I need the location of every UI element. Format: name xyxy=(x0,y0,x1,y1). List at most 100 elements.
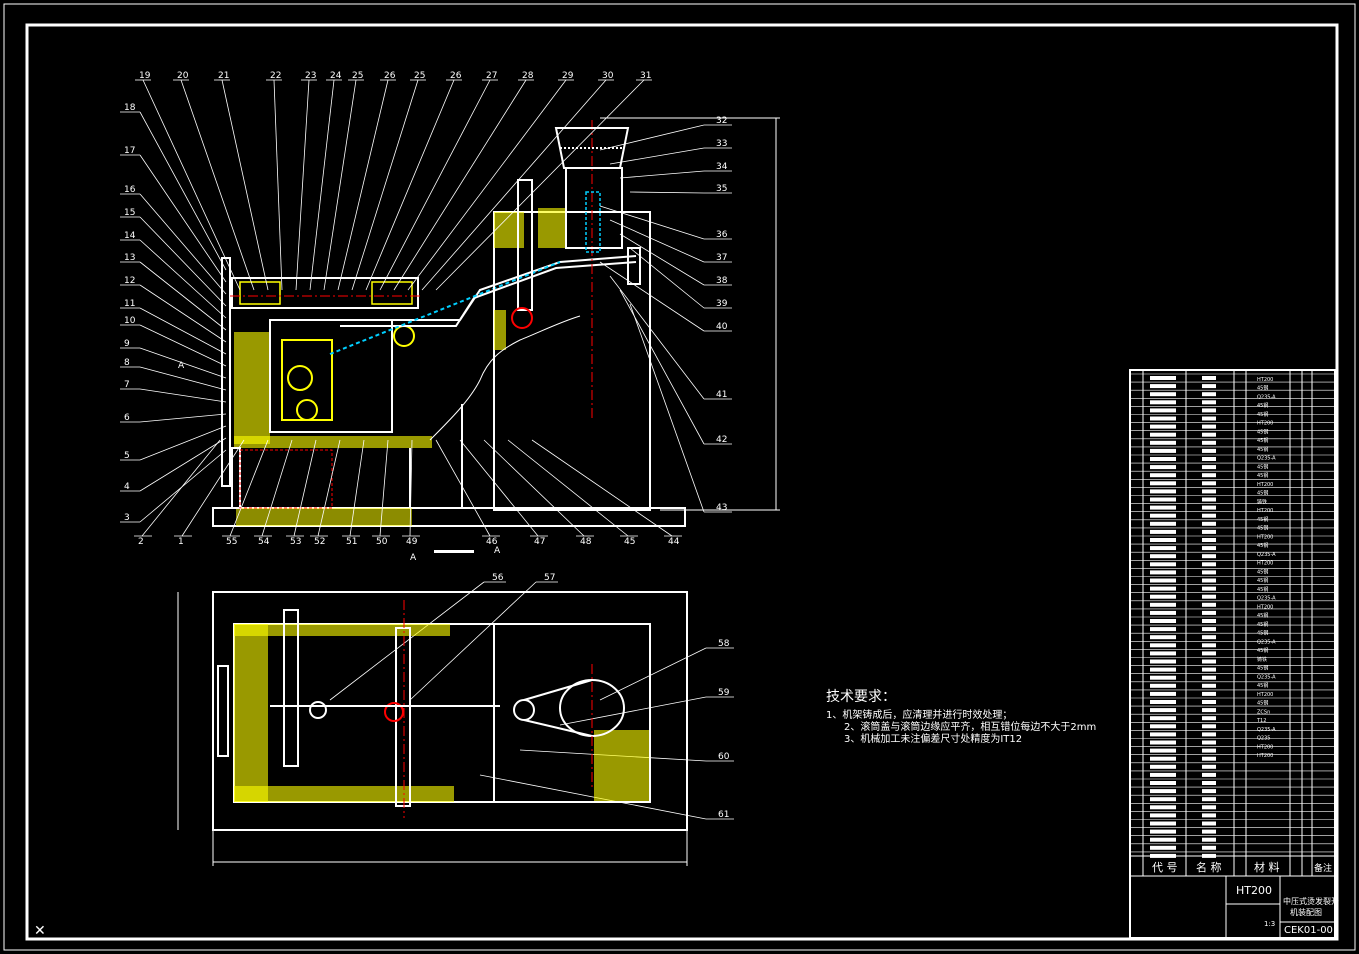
part-name-cell xyxy=(1202,529,1216,534)
plan-motor-bay xyxy=(493,623,651,803)
part-name-cell xyxy=(1202,756,1216,761)
part-name-cell xyxy=(1202,675,1216,680)
part-material-cell: Q235-A xyxy=(1257,456,1276,462)
part-material-cell: Q235-A xyxy=(1257,639,1276,645)
part-material-cell: HT200 xyxy=(1257,744,1273,750)
technical-requirements: 技术要求： 1、机架铸成后，应清理并进行时效处理； 2、滚筒盖与滚筒边缘应平齐，… xyxy=(826,686,1096,746)
part-code-cell xyxy=(1150,546,1176,551)
part-code-cell xyxy=(1150,424,1176,429)
part-code-cell xyxy=(1150,805,1176,810)
callout-30: 30 xyxy=(602,71,614,81)
part-material-cell: HT200 xyxy=(1257,692,1273,698)
part-material-cell: 45钢 xyxy=(1257,577,1268,584)
part-name-cell xyxy=(1202,610,1216,615)
plan-view xyxy=(177,591,688,866)
part-code-cell xyxy=(1150,764,1176,769)
plan-wall-bottom xyxy=(234,786,454,802)
part-material-cell: 45钢 xyxy=(1257,472,1268,479)
section-mark: A xyxy=(178,361,185,371)
feed-chute xyxy=(565,167,623,249)
parts-list-rows: HT200 45钢 Q235-A 45钢 45钢 HT200 45钢 45钢 45钢 Q235-A… xyxy=(1130,373,1335,858)
part-material-cell: 45钢 xyxy=(1257,568,1268,575)
bevel-gear xyxy=(287,365,313,391)
leader-line xyxy=(629,191,705,194)
part-code-cell xyxy=(1150,619,1176,623)
part-name-cell xyxy=(1202,594,1216,599)
callout-26: 26 xyxy=(450,71,462,81)
part-name-cell xyxy=(1202,716,1216,721)
part-name-cell xyxy=(1202,432,1216,437)
part-code-cell xyxy=(1150,529,1176,534)
callout-50: 50 xyxy=(376,537,388,547)
part-code-cell xyxy=(1150,400,1176,405)
callout-23: 23 xyxy=(305,71,316,81)
callout-14: 14 xyxy=(124,231,136,241)
part-code-cell xyxy=(1150,554,1176,559)
part-code-cell xyxy=(1150,570,1176,575)
requirement-item-3: 3、机械加工未注偏差尺寸处精度为IT12 xyxy=(844,734,1023,745)
part-name-cell xyxy=(1202,837,1216,842)
part-code-cell xyxy=(1150,513,1176,518)
part-material-cell: 45钢 xyxy=(1257,682,1268,689)
part-name-cell xyxy=(1202,384,1216,389)
part-material-cell: 45钢 xyxy=(1257,490,1268,497)
part-name-cell xyxy=(1202,619,1216,623)
technical-requirements-title: 技术要求： xyxy=(826,689,896,705)
part-code-cell xyxy=(1150,578,1176,583)
leader-line xyxy=(393,79,527,291)
callout-51: 51 xyxy=(346,537,357,547)
leader-line xyxy=(599,124,705,151)
part-name-cell xyxy=(1202,538,1216,542)
part-material-cell: 45钢 xyxy=(1257,665,1268,672)
leader-line xyxy=(273,79,283,291)
leader-line xyxy=(139,216,227,307)
callout-33: 33 xyxy=(716,139,727,149)
callout-47: 47 xyxy=(534,537,545,547)
part-code-cell xyxy=(1150,845,1176,850)
leader-line xyxy=(139,413,227,423)
callout-18: 18 xyxy=(124,103,136,113)
leader-line xyxy=(142,79,241,291)
motor-hidden xyxy=(239,449,333,509)
part-code-cell xyxy=(1150,732,1176,737)
callout-36: 36 xyxy=(716,230,728,240)
part-material-cell: 45钢 xyxy=(1257,525,1268,532)
part-material-cell: HT200 xyxy=(1257,604,1273,610)
callout-48: 48 xyxy=(580,537,592,547)
part-code-cell xyxy=(1150,829,1176,834)
leader-line xyxy=(141,439,221,537)
part-material-cell: 铸铁 xyxy=(1257,498,1267,505)
requirement-item-2: 2、滚筒盖与滚筒边缘应平齐，相互错位每边不大于2mm xyxy=(844,722,1097,733)
part-name-cell xyxy=(1202,700,1216,704)
callout-42: 42 xyxy=(716,435,727,445)
cam-wheel xyxy=(511,307,533,329)
part-code-cell xyxy=(1150,457,1176,461)
part-code-cell xyxy=(1150,700,1176,704)
callout-38: 38 xyxy=(716,276,728,286)
column-wall-hatch xyxy=(494,310,506,350)
part-code-cell xyxy=(1150,416,1176,421)
callout-21: 21 xyxy=(218,71,229,81)
part-name-cell xyxy=(1202,683,1216,688)
header-material: 材 料 xyxy=(1254,861,1280,874)
part-material-cell: 45钢 xyxy=(1257,647,1268,654)
part-name-cell xyxy=(1202,416,1216,421)
callout-54: 54 xyxy=(258,537,270,547)
part-code-cell xyxy=(1150,643,1176,648)
upper-roller-assembly xyxy=(231,277,419,309)
part-name-cell xyxy=(1202,732,1216,737)
part-name-cell xyxy=(1202,505,1216,510)
plan-bearing xyxy=(309,701,327,719)
part-code-cell xyxy=(1150,756,1176,761)
leader-line xyxy=(609,275,705,400)
callout-10: 10 xyxy=(124,316,136,326)
section-mark: A xyxy=(494,546,501,556)
part-name-cell xyxy=(1202,562,1216,567)
part-code-cell xyxy=(1150,627,1176,632)
part-code-cell xyxy=(1150,440,1176,445)
part-name-cell xyxy=(1202,578,1216,583)
leader-line xyxy=(435,439,491,537)
leader-line xyxy=(479,774,707,820)
